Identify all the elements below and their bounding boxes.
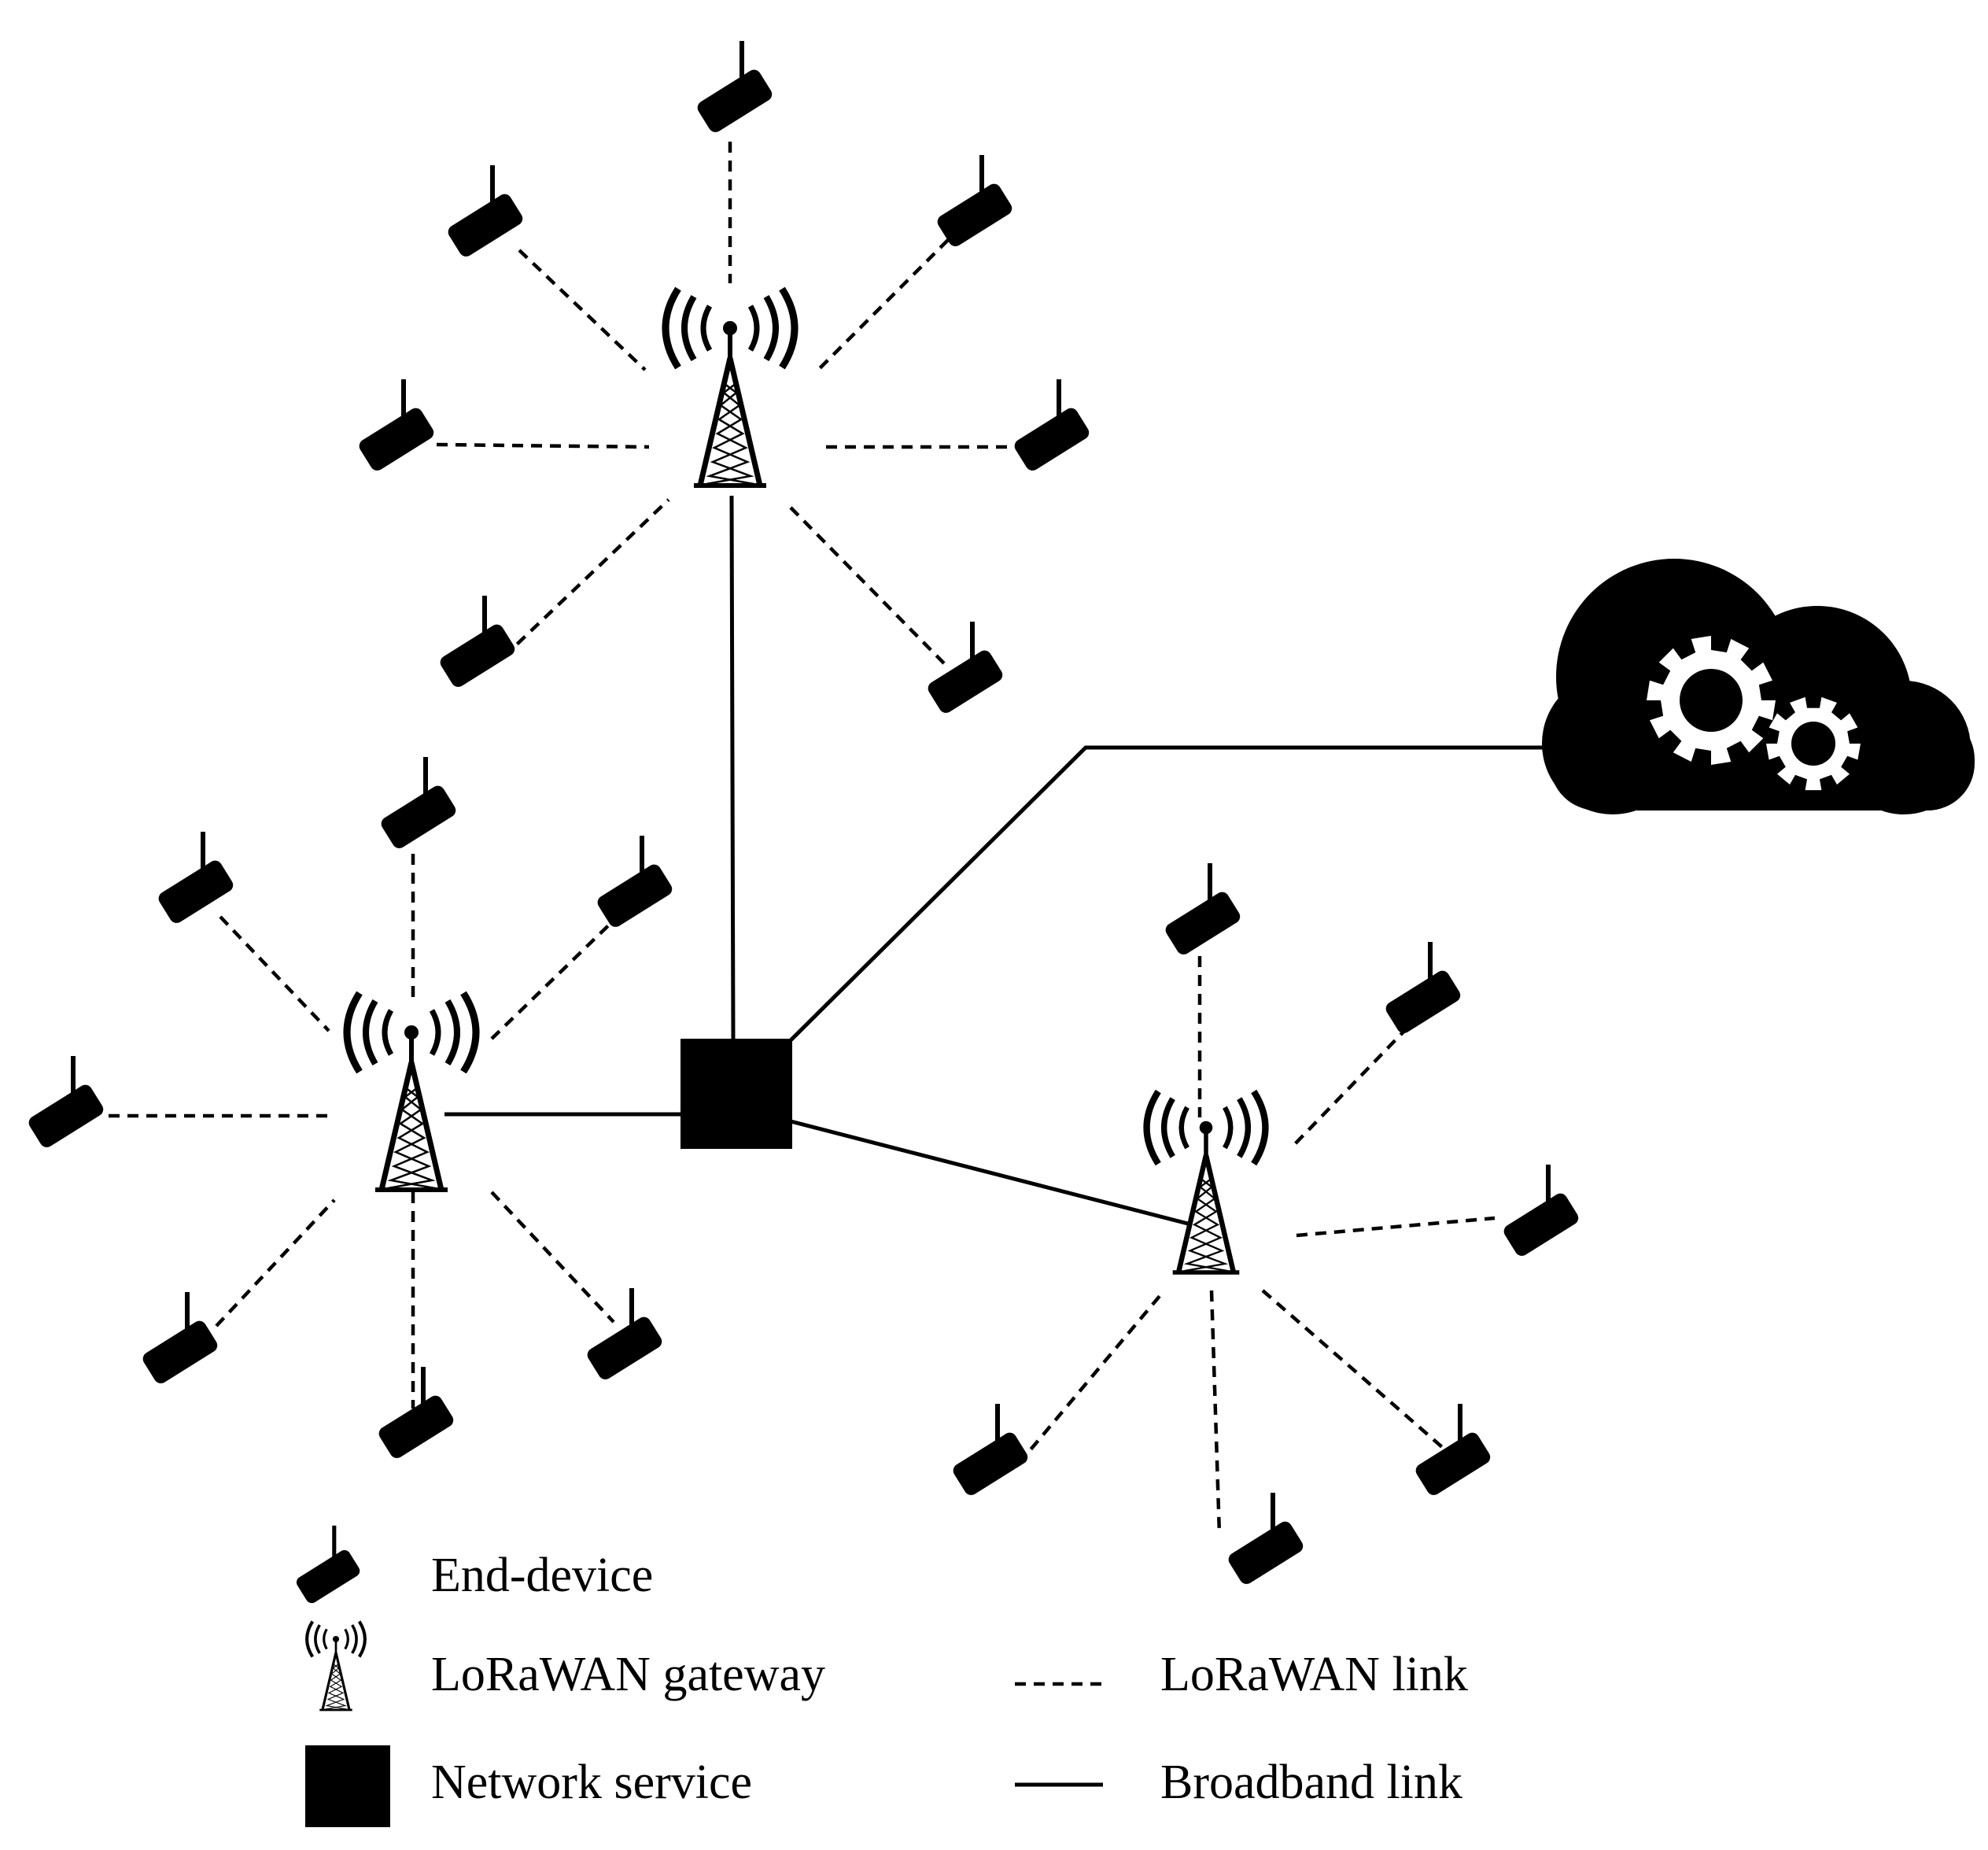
end-device-icon <box>1501 1165 1580 1258</box>
end-device-icon <box>695 41 774 135</box>
legend-broadband-link-label: Broadband link <box>1160 1756 1462 1809</box>
end-device-icon <box>156 832 235 925</box>
end-device-icon <box>1383 942 1462 1036</box>
legend-gateway-label: LoRaWAN gateway <box>431 1648 825 1701</box>
end-devices <box>26 41 1580 1586</box>
gears-icon <box>1647 636 1861 791</box>
end-device-icon <box>1012 379 1091 473</box>
end-device-icon <box>1226 1493 1305 1586</box>
network-service-icon <box>680 1039 792 1149</box>
broadband-links <box>444 495 1551 1226</box>
end-device-icon <box>378 757 458 851</box>
end-device-icon <box>445 165 525 259</box>
end-device-icon <box>1413 1404 1492 1497</box>
gear-hole <box>1680 669 1743 732</box>
legend-network-service-label: Network service <box>431 1756 752 1809</box>
end-device-icon <box>26 1056 105 1150</box>
legend: End-device LoRaWAN gateway Network servi… <box>294 1526 1468 1827</box>
legend-gateway-icon <box>307 1622 365 1711</box>
end-device-icon <box>595 836 674 929</box>
end-device-icon <box>437 596 517 689</box>
end-device-icon <box>935 155 1014 249</box>
end-device-icon <box>1163 863 1242 957</box>
lorawan-links-left <box>109 854 623 1409</box>
end-device-icon <box>925 622 1005 715</box>
end-device-icon <box>950 1404 1030 1497</box>
gear-hole <box>1791 722 1835 766</box>
lorawan-links-right <box>1017 956 1496 1535</box>
end-device-icon <box>140 1292 219 1386</box>
end-device-icon <box>376 1367 456 1460</box>
end-device-icon <box>356 379 436 473</box>
lorawan-gateway-right-icon <box>1147 1091 1266 1272</box>
lorawan-gateway-top-icon <box>666 289 795 486</box>
legend-network-service-icon <box>305 1745 390 1827</box>
legend-end-device-label: End-device <box>431 1549 653 1602</box>
legend-lorawan-link-label: LoRaWAN link <box>1160 1648 1468 1701</box>
lorawan-gateway-left-icon <box>347 993 476 1190</box>
legend-end-device-icon <box>294 1526 362 1605</box>
lorawan-links-top <box>436 142 1007 665</box>
cloud-gears-icon <box>1542 559 1975 814</box>
